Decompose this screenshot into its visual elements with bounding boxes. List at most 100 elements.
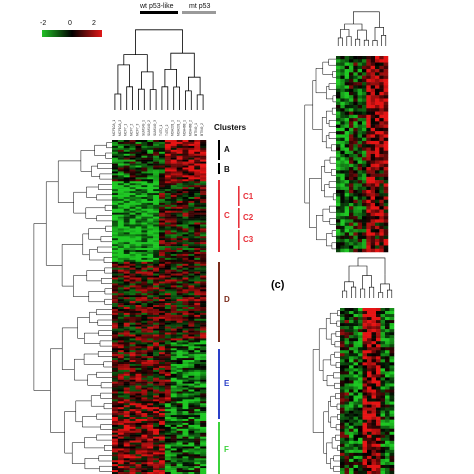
lower-right-heatmap-cell [344,365,350,369]
main-heatmap-cell [182,269,189,272]
main-heatmap-cell [112,350,119,353]
main-row-dendrogram-branch [98,184,112,190]
main-heatmap-cell [141,377,148,380]
main-heatmap-cell [170,183,177,186]
main-heatmap-cell [129,145,136,149]
main-heatmap-cell [176,310,183,314]
lower-right-heatmap-cell [344,425,350,429]
upper-right-heatmap-cell [344,69,350,73]
upper-right-heatmap-cell [366,248,371,253]
main-heatmap-cell [112,257,119,261]
main-heatmap-cell [141,228,148,231]
main-heatmap-cell [147,424,154,428]
lower-right-heatmap-cell [344,392,350,396]
main-heatmap-cell [112,271,119,274]
lower-right-heatmap-cell [349,404,354,408]
main-heatmap-cell [147,285,154,288]
upper-right-heatmap-cell [383,225,389,230]
lower-right-heatmap-cell [389,407,395,411]
lower-right-heatmap-cell [389,323,395,327]
column-label: MCF10A_1 [112,120,116,136]
main-heatmap-cell [170,226,177,229]
main-heatmap-cell [153,330,160,333]
main-heatmap-cell [182,297,189,300]
main-heatmap-cell [159,397,166,400]
main-heatmap-cell [112,326,119,329]
main-heatmap-cell [141,236,148,239]
lower-right-heatmap-cell [340,323,345,327]
main-heatmap-cell [159,202,166,206]
main-heatmap-cell [112,420,119,424]
upper-right-heatmap-cell [379,196,384,200]
main-heatmap-cell [164,248,172,251]
main-heatmap-cell [153,193,160,196]
lower-right-heatmap-cell [367,326,372,330]
main-heatmap-cell [176,452,183,455]
main-heatmap-cell [176,195,183,198]
main-heatmap-cell [182,322,189,325]
main-heatmap-cell [147,367,154,371]
main-heatmap-cell [141,415,148,418]
upper-right-heatmap-cell [362,95,367,99]
main-heatmap-cell [176,189,183,192]
main-heatmap-cell [170,287,177,290]
main-heatmap-cell [164,417,172,420]
upper-right-heatmap [336,56,389,253]
main-heatmap-cell [129,322,136,325]
main-heatmap-cell [159,444,166,447]
lower-right-heatmap-cell [385,416,390,420]
main-heatmap-cell [170,208,177,211]
upper-right-row-dendrogram-branch [329,156,336,164]
main-heatmap-cell [129,238,136,241]
main-heatmap-cell [135,320,142,323]
upper-right-heatmap-cell [340,140,345,145]
lower-right-heatmap-cell [380,425,386,429]
upper-right-heatmap-cell [375,95,380,99]
main-heatmap-cell [194,456,201,459]
lower-right-heatmap-cell [340,452,345,457]
main-heatmap-cell [141,363,148,367]
upper-right-heatmap-cell [375,56,380,60]
main-heatmap-cell [188,198,195,202]
main-heatmap-cell [112,387,119,390]
main-heatmap-cell [147,328,154,331]
upper-right-heatmap-cell [349,72,354,76]
main-heatmap-cell [112,434,119,437]
main-heatmap-cell [170,450,177,453]
upper-right-heatmap-cell [366,154,371,158]
upper-right-heatmap-cell [344,101,350,106]
main-row-dendrogram-branch [84,458,100,470]
main-heatmap-cell [123,446,130,449]
main-heatmap-cell [182,228,189,231]
upper-right-heatmap-cell [362,229,367,233]
main-heatmap-cell [123,367,130,371]
main-heatmap-cell [188,411,195,414]
main-heatmap-cell [194,371,201,375]
main-heatmap-cell [200,163,207,166]
main-heatmap-cell [182,383,189,386]
main-heatmap-cell [153,385,160,388]
main-heatmap-cell [135,436,142,439]
main-heatmap-cell [141,411,148,414]
main-row-dendrogram-branch [104,288,112,295]
main-heatmap-cell [176,352,183,355]
main-heatmap-cell [159,360,166,363]
main-heatmap-cell [129,352,136,355]
upper-right-heatmap-cell [349,147,354,151]
upper-right-column-dendrogram-branch [372,40,378,46]
main-heatmap-cell [123,405,130,408]
upper-right-heatmap-cell [357,137,363,142]
main-heatmap-cell [117,330,125,333]
main-heatmap-cell [170,350,177,353]
upper-right-heatmap-cell [362,193,367,197]
lower-right-heatmap-cell [385,341,390,345]
upper-right-heatmap-cell [353,196,358,200]
main-heatmap-cell [117,301,125,304]
main-heatmap-cell [164,413,172,416]
upper-right-heatmap-cell [375,82,380,86]
main-heatmap-cell [170,175,177,178]
upper-right-heatmap-cell [383,131,389,135]
main-heatmap-cell [112,418,119,422]
main-heatmap-cell [176,220,183,223]
main-heatmap-cell [188,330,195,333]
